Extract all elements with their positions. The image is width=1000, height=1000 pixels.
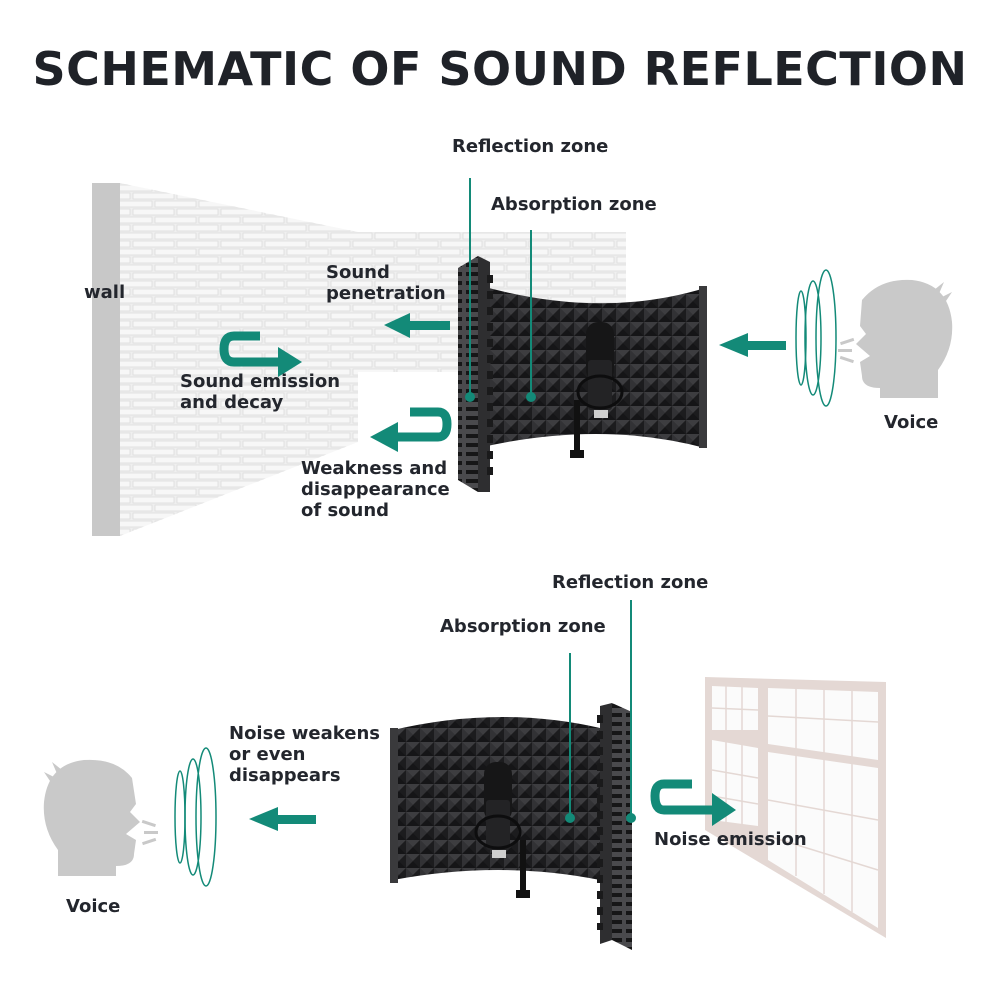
vocal-booth-shield-icon	[390, 703, 632, 950]
arrow-left-icon	[249, 807, 316, 831]
page-title: SCHEMATIC OF SOUND REFLECTION	[32, 42, 968, 96]
speaking-head-icon	[43, 759, 158, 876]
window-icon	[705, 677, 886, 938]
reflection-zone-label: Reflection zone	[452, 136, 609, 157]
voice-label: Voice	[66, 896, 121, 917]
absorption-zone-label: Absorption zone	[440, 616, 606, 637]
noise-weakens-label: Noise weakens or even disappears	[229, 723, 380, 786]
u-turn-arrow-right-icon	[650, 779, 736, 826]
absorption-zone-label: Absorption zone	[491, 194, 657, 215]
microphone-icon	[474, 762, 530, 898]
weakness-label: Weakness and disappearance of sound	[301, 458, 450, 521]
voice-label: Voice	[884, 412, 939, 433]
reflection-zone-label: Reflection zone	[552, 572, 709, 593]
arrow-left-icon	[719, 333, 786, 357]
microphone-icon	[570, 322, 624, 458]
reflection-zone-leader	[626, 600, 636, 823]
u-turn-arrow-left-icon	[370, 407, 452, 452]
sound-emission-label: Sound emission and decay	[180, 371, 341, 413]
speaking-head-icon	[838, 279, 953, 398]
arrow-left-icon	[384, 313, 450, 338]
wall-label: wall	[84, 282, 126, 303]
u-turn-arrow-right-icon	[219, 331, 302, 377]
absorption-zone-leader	[565, 653, 575, 823]
reflection-zone-leader	[465, 178, 475, 402]
absorption-zone-leader	[526, 230, 536, 402]
sound-penetration-label: Sound penetration	[326, 262, 446, 304]
sound-waves-icon	[795, 269, 837, 407]
sound-waves-icon	[174, 747, 217, 887]
noise-emission-label: Noise emission	[654, 829, 807, 850]
